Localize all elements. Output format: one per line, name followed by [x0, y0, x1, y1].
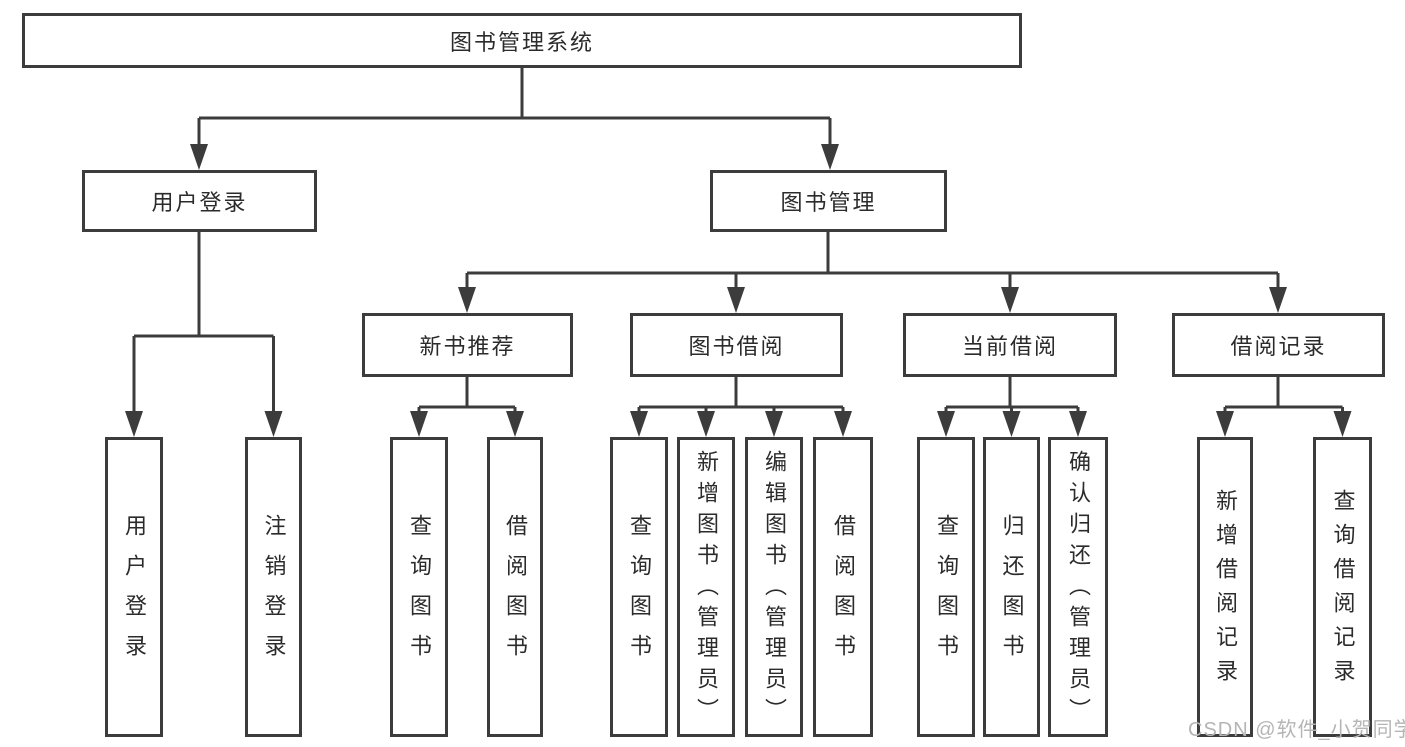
- node-label: 图书管理: [780, 190, 877, 215]
- node-label: 新书推荐: [419, 334, 516, 359]
- connector-current-to-leaves: [944, 377, 1080, 414]
- node-label: 图书管理系统: [449, 29, 594, 55]
- node-book-management: 图书管理: [710, 170, 947, 232]
- leaf-logout: 注销登录: [245, 437, 302, 737]
- node-library-management-system: 图书管理系统: [22, 13, 1022, 68]
- leaf-label: 编辑图书（管理员）: [762, 449, 787, 729]
- leaf-label: 新增图书（管理员）: [694, 449, 719, 729]
- leaf-label: 确认归还（管理员）: [1066, 449, 1091, 729]
- node-label: 用户登录: [151, 190, 248, 215]
- leaf-label: 借阅图书: [831, 514, 856, 674]
- node-borrow-records: 借阅记录: [1172, 313, 1385, 377]
- leaf-label: 借阅图书: [503, 514, 528, 674]
- leaf-label: 用户登录: [122, 514, 147, 674]
- connector-login-to-leaves: [132, 232, 275, 414]
- leaf-add-books-admin: 新增图书（管理员）: [677, 437, 735, 737]
- connector-records-to-leaves: [1223, 377, 1344, 414]
- connector-management-to-level3: [465, 232, 1280, 290]
- leaf-return-books: 归还图书: [983, 437, 1040, 737]
- leaf-borrow-books-recommend: 借阅图书: [487, 437, 543, 737]
- leaf-label: 注销登录: [261, 514, 287, 674]
- connector-root-to-level2: [197, 68, 832, 147]
- leaf-label: 新增借阅记录: [1213, 489, 1238, 693]
- node-book-borrow: 图书借阅: [630, 313, 843, 377]
- leaf-confirm-return-admin: 确认归还（管理员）: [1048, 437, 1108, 737]
- leaf-label: 查询图书: [407, 514, 432, 674]
- node-current-borrow: 当前借阅: [903, 313, 1117, 377]
- node-label: 图书借阅: [688, 334, 785, 359]
- leaf-label: 查询借阅记录: [1330, 489, 1356, 693]
- node-new-book-recommend: 新书推荐: [362, 313, 573, 377]
- leaf-query-borrow-record: 查询借阅记录: [1313, 437, 1372, 737]
- leaf-borrow-books: 借阅图书: [813, 437, 873, 737]
- leaf-label: 查询图书: [934, 514, 959, 674]
- leaf-query-books-recommend: 查询图书: [390, 437, 448, 737]
- leaf-query-books-current: 查询图书: [917, 437, 975, 737]
- leaf-query-books-borrow: 查询图书: [610, 437, 668, 737]
- node-label: 当前借阅: [961, 334, 1058, 359]
- connector-recommend-to-leaves: [417, 377, 517, 414]
- leaf-label: 归还图书: [999, 514, 1025, 674]
- leaf-label: 查询图书: [627, 514, 652, 674]
- leaf-user-login: 用户登录: [105, 437, 163, 737]
- leaf-add-borrow-record: 新增借阅记录: [1197, 437, 1253, 737]
- node-user-login: 用户登录: [82, 170, 317, 232]
- leaf-edit-books-admin: 编辑图书（管理员）: [745, 437, 803, 737]
- connector-borrow-to-leaves: [637, 377, 845, 414]
- csdn-watermark: CSDN @软件_小贺同学: [1188, 719, 1405, 741]
- node-label: 借阅记录: [1230, 334, 1327, 359]
